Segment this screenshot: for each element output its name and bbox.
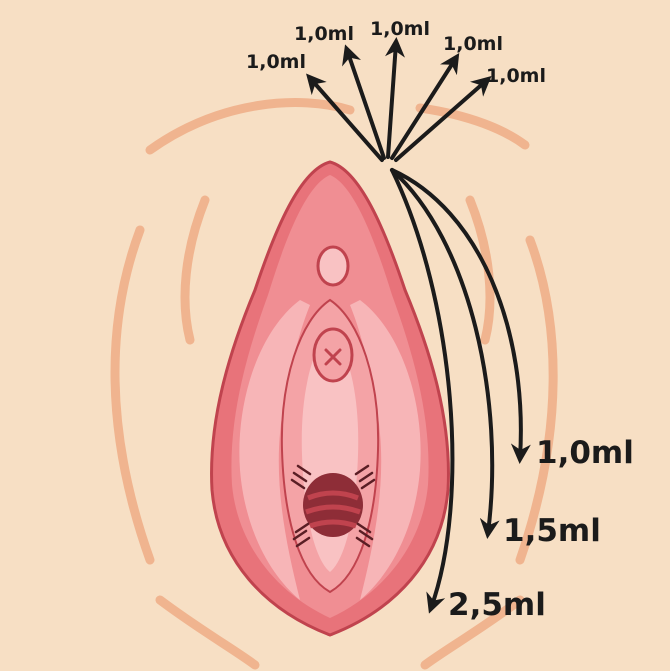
fan-label-1: 1,0ml [246,51,306,73]
arc-label-2: 1,5ml [503,513,601,549]
fan-label-2: 1,0ml [294,23,354,45]
fan-label-4: 1,0ml [443,33,503,55]
arc-label-1: 1,0ml [536,435,634,471]
clitoral-hood [318,247,348,285]
fan-label-3: 1,0ml [370,18,430,40]
arc-label-3: 2,5ml [448,587,546,623]
fan-label-5: 1,0ml [486,65,546,87]
